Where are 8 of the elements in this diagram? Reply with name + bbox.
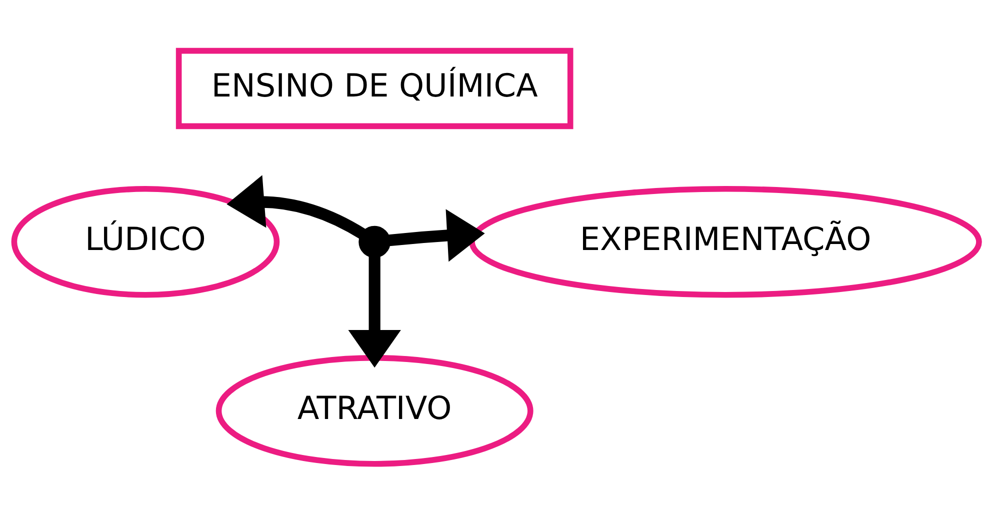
arrow bbox=[226, 175, 366, 240]
arrow bbox=[348, 255, 401, 368]
node-point bbox=[358, 226, 391, 258]
node-ellipse: ATRATIVO bbox=[216, 355, 534, 467]
arrow bbox=[387, 209, 485, 262]
node-ellipse: EXPERIMENTAÇÃO bbox=[469, 186, 982, 298]
node-ellipse: LÚDICO bbox=[11, 186, 280, 298]
node-box: ENSINO DE QUÍMICA bbox=[176, 48, 574, 130]
